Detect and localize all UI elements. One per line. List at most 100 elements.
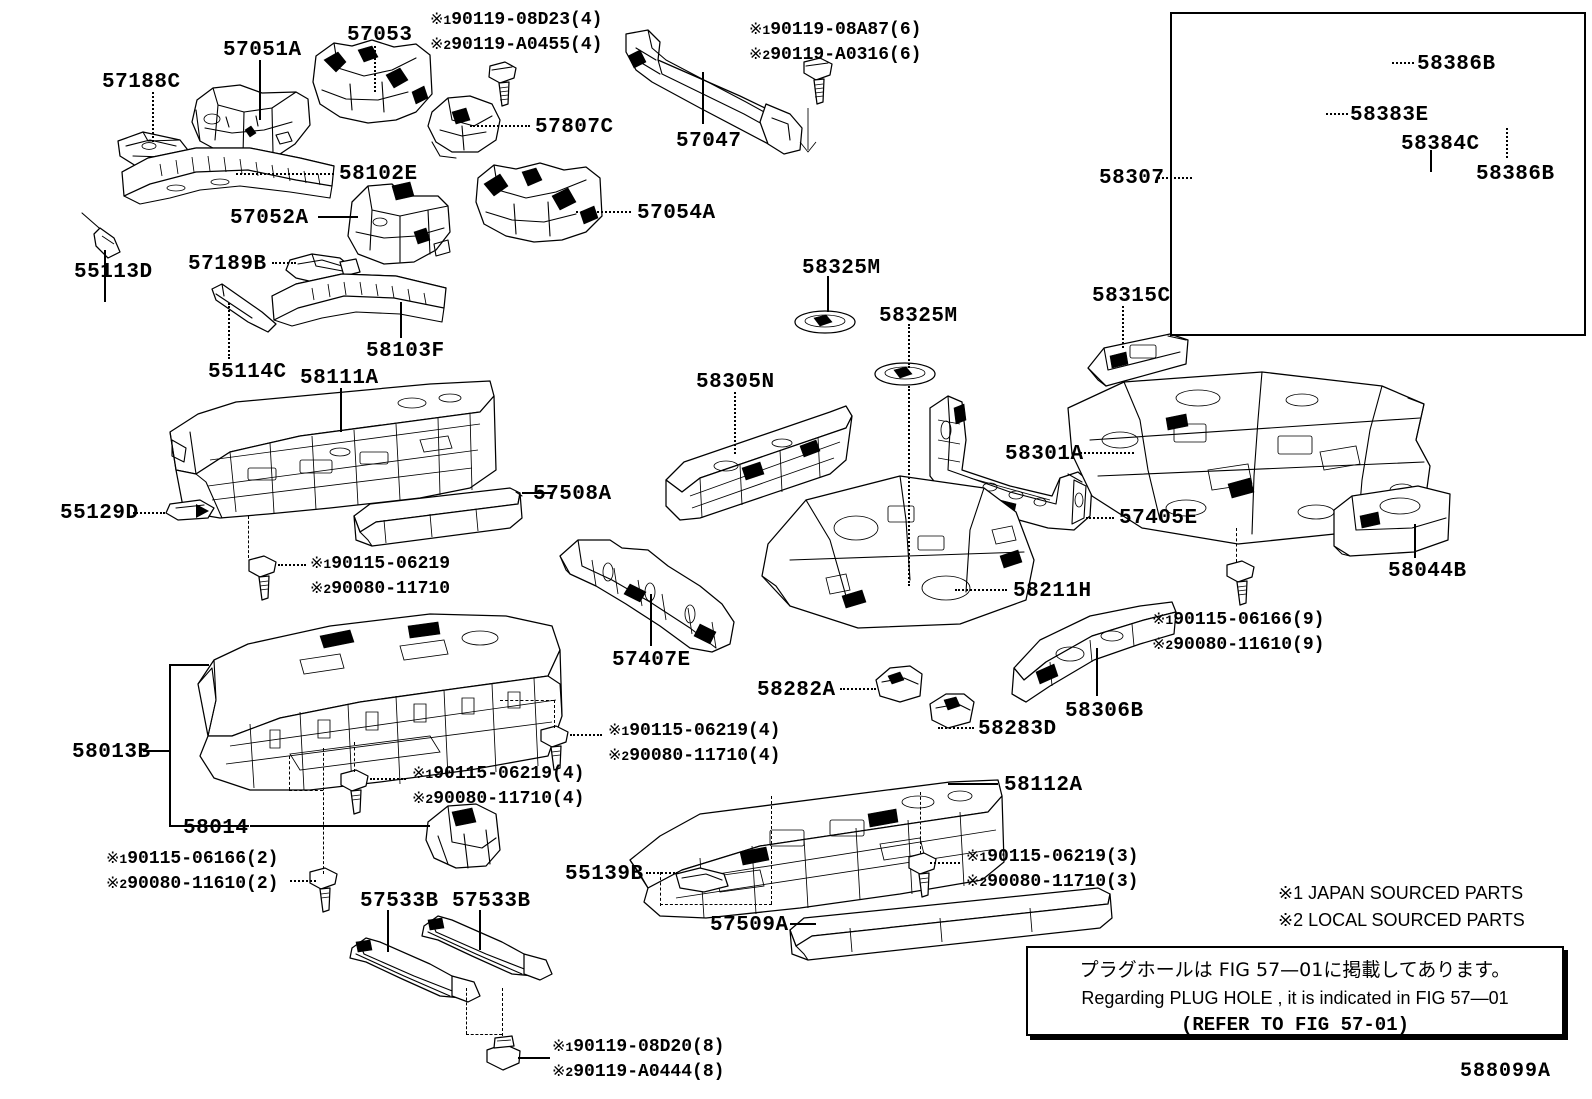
leader-57188C [152,92,154,142]
leader-55114C [228,303,230,359]
guide-58013B-c [354,742,355,772]
part-label-57407E[interactable]: 57407E [612,649,691,672]
sourcing-line-2: ※2 LOCAL SOURCED PARTS [1278,910,1525,930]
leader-58384C [1430,150,1432,172]
leader-58283D [938,727,974,729]
leader-58305N [734,392,736,454]
mark-1-icon: ※ [749,19,763,38]
part-art-55139B [675,867,729,893]
part-label-58283D[interactable]: 58283D [978,718,1057,741]
part-label-58315C[interactable]: 58315C [1092,285,1171,308]
part-label-55139B[interactable]: 55139B [565,863,644,886]
part-label-57188C[interactable]: 57188C [102,71,181,94]
part-label-57807C[interactable]: 57807C [535,116,614,139]
part-art-55114C [211,283,277,333]
leader-57509A [790,923,816,925]
guide-58013B-a2 [289,790,323,791]
part-label-55113D[interactable]: 55113D [74,261,153,284]
part-label-58386B-1[interactable]: 58386B [1417,53,1496,76]
part-label-57508A[interactable]: 57508A [533,483,612,506]
leader-note-90115-06166-2 [290,880,316,882]
leader-58211H [955,589,1007,591]
leader-58325M-2-lower [908,386,910,586]
part-label-58325M-1[interactable]: 58325M [802,257,881,280]
part-art-58315C [1087,333,1189,387]
leader-57508A [522,492,552,494]
part-label-58103F[interactable]: 58103F [366,340,445,363]
part-label-58014[interactable]: 58014 [183,817,249,840]
fastener-note-90119-08D23: ※190119-08D23(4) ※290119-A0455(4) [430,9,603,55]
leader-58013B-bracket [169,664,171,826]
part-label-58111A[interactable]: 58111A [300,367,379,390]
part-art-57054A [475,162,603,243]
mark-1-icon: ※ [412,763,426,782]
part-label-57053[interactable]: 57053 [347,24,413,47]
mark-1-icon: ※ [608,720,622,739]
part-label-58211H[interactable]: 58211H [1013,580,1092,603]
leader-58112A [948,783,998,785]
part-art-55113D [81,212,121,259]
part-label-57052A[interactable]: 57052A [230,207,309,230]
part-art-58102E [121,147,335,205]
part-label-58301A[interactable]: 58301A [1005,443,1084,466]
bolt-icon-58013B-a [340,769,369,815]
part-label-57533B-2[interactable]: 57533B [452,890,531,913]
leader-58044B [1414,524,1416,558]
part-label-57054A[interactable]: 57054A [637,202,716,225]
part-art-57051A [191,84,311,161]
part-art-57508A [353,487,523,547]
part-label-57533B-1[interactable]: 57533B [360,890,439,913]
part-art-57533B-2 [421,915,553,981]
leader-55129D [133,512,165,514]
part-art-58014 [425,803,501,869]
part-label-57189B[interactable]: 57189B [188,253,267,276]
part-label-58306B[interactable]: 58306B [1065,700,1144,723]
part-label-58013B[interactable]: 58013B [72,741,151,764]
sourcing-legend: ※1 JAPAN SOURCED PARTS ※2 LOCAL SOURCED … [1278,880,1525,934]
mark-2-icon: ※ [966,870,980,890]
part-label-57405E[interactable]: 57405E [1119,507,1198,530]
leader-58301A [1080,452,1134,454]
part-label-55114C[interactable]: 55114C [208,361,287,384]
part-art-58305N [665,405,853,521]
part-label-55129D[interactable]: 55129D [60,502,139,525]
part-label-58383E[interactable]: 58383E [1350,104,1429,127]
mark-1-icon: ※ [1152,609,1166,628]
leader-58386B-2 [1506,128,1508,158]
fastener-note-90115-06219-a: ※190115-06219 ※290080-11710 [310,553,451,599]
fastener-note-90119-08A87: ※190119-08A87(6) ※290119-A0316(6) [749,19,922,65]
leader-note-90115-06219-4a [570,734,602,736]
part-label-58325M-2[interactable]: 58325M [879,305,958,328]
part-label-57051A[interactable]: 57051A [223,39,302,62]
leader-58307 [1158,177,1192,179]
leader-note-90119-08D20-8 [518,1057,550,1059]
part-art-57807C [427,95,501,159]
leader-57051A [259,60,261,120]
part-label-57047[interactable]: 57047 [676,130,742,153]
part-label-58384C[interactable]: 58384C [1401,133,1480,156]
fastener-note-90119-08D20-8: ※190119-08D20(8) ※290119-A0444(8) [552,1036,725,1082]
leader-58325M-1 [827,276,829,312]
part-label-58282A[interactable]: 58282A [757,679,836,702]
guide-58013B-a [289,756,290,790]
leader-57533B-2 [479,910,481,950]
mark-1-icon: ※ [966,846,980,865]
leader-58386B-1 [1392,62,1414,64]
part-art-57533B-1 [349,937,481,1003]
guide-58013B-d [554,700,555,728]
part-label-58386B-2[interactable]: 58386B [1476,163,1555,186]
part-label-58044B[interactable]: 58044B [1388,560,1467,583]
part-label-57509A[interactable]: 57509A [710,914,789,937]
part-art-58211H [761,475,1035,629]
part-label-58112A[interactable]: 58112A [1004,774,1083,797]
leader-57807C [470,125,530,127]
leader-58325M-2 [908,324,910,368]
part-label-58102E[interactable]: 58102E [339,163,418,186]
guide-58112A-c [660,904,772,905]
leader-57047 [702,72,704,124]
part-art-58325M-1 [794,310,856,334]
part-label-58307[interactable]: 58307 [1099,167,1165,190]
part-art-57405E [1067,473,1083,483]
part-label-58305N[interactable]: 58305N [696,371,775,394]
leader-57405E [1086,517,1114,519]
